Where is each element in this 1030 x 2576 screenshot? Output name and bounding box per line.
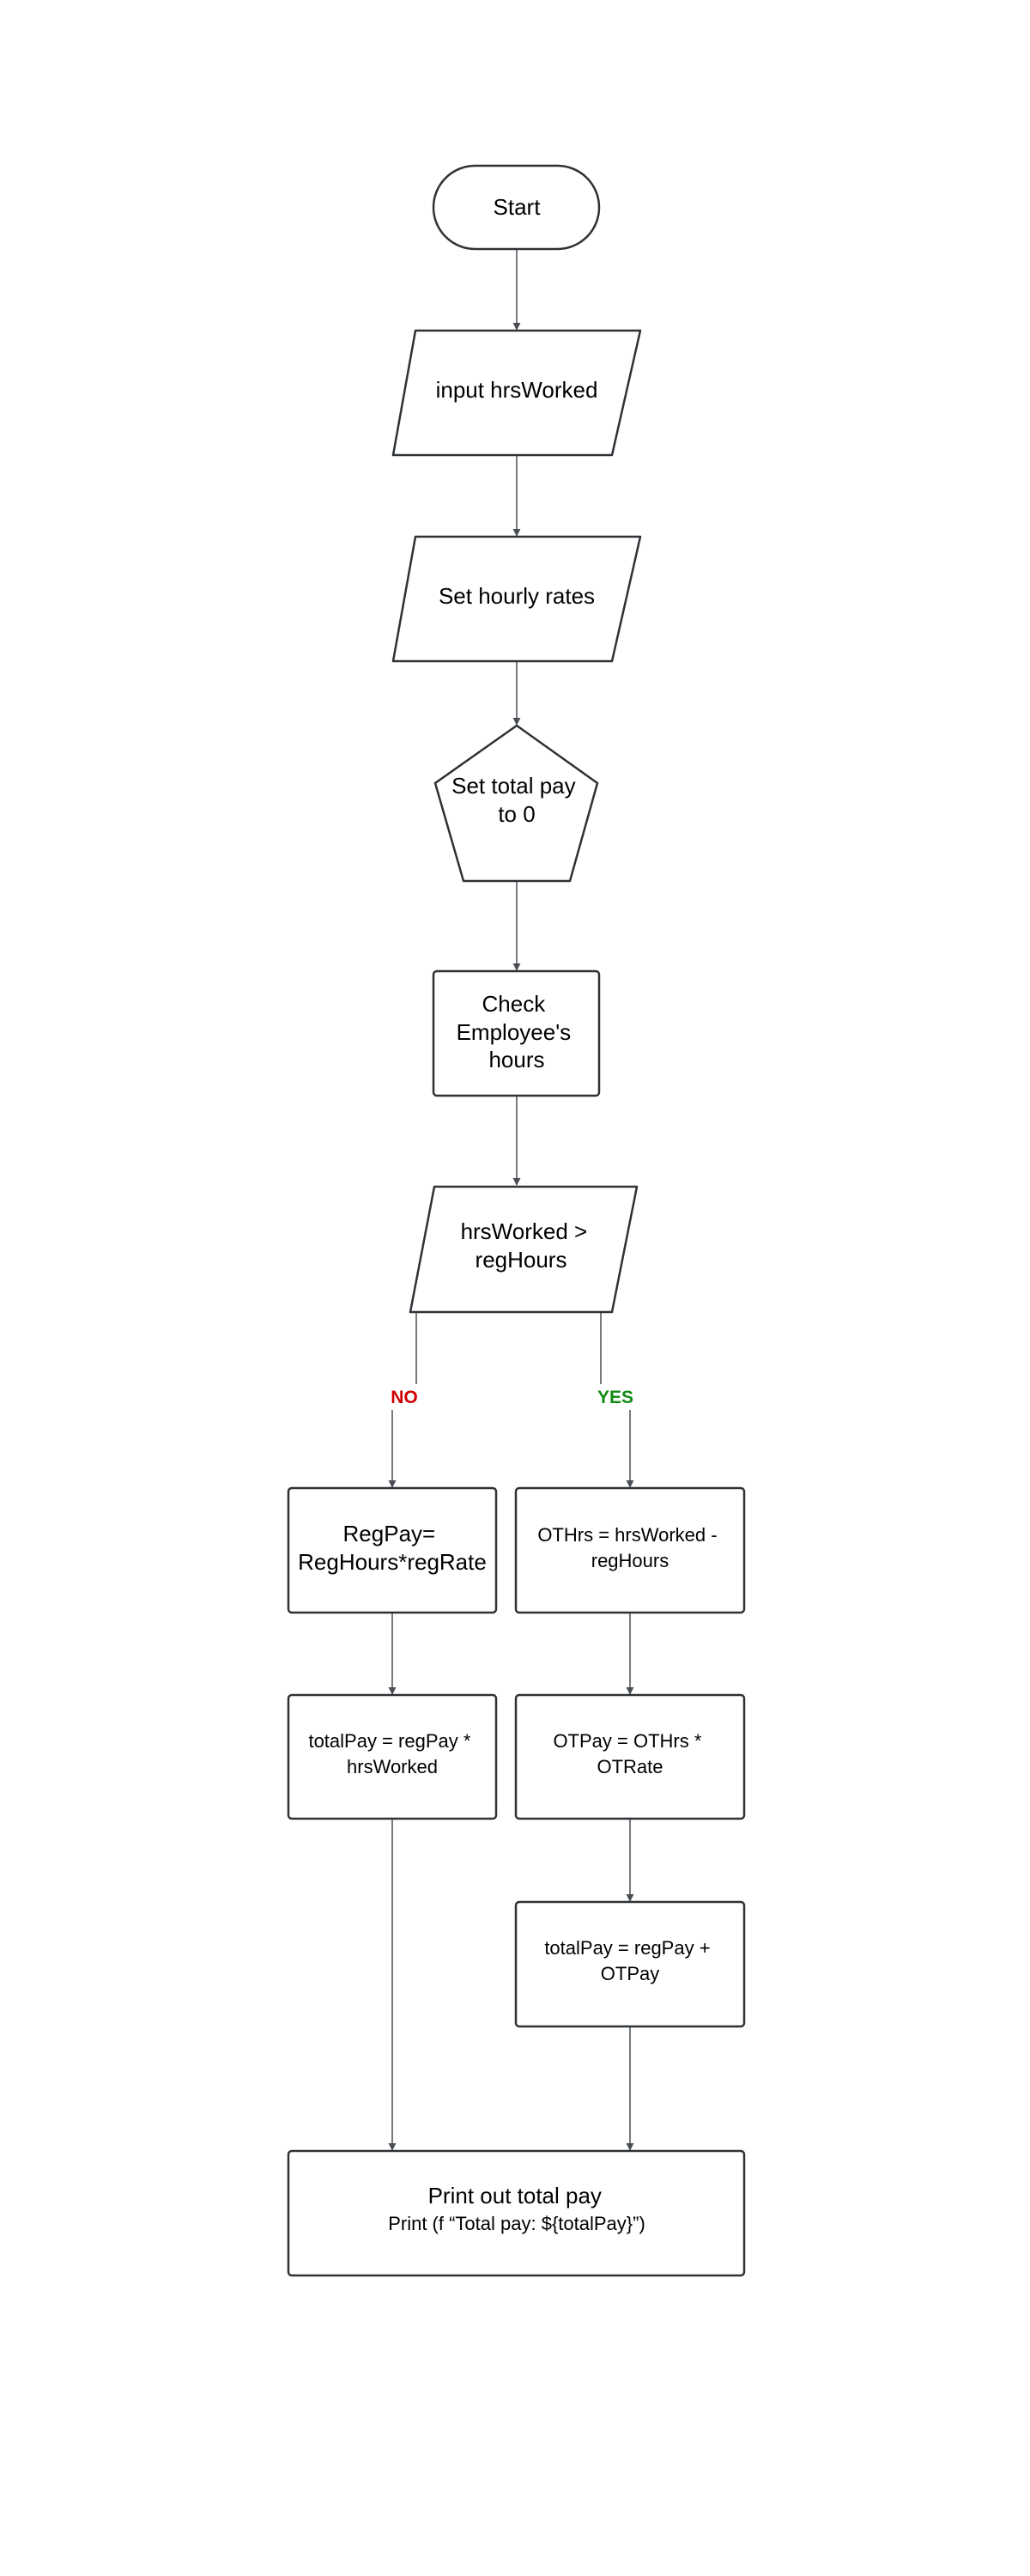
regpay-label: RegPay= RegHours*regRate — [298, 1521, 487, 1575]
totalpay-yes-label: totalPay = regPay + OTPay — [544, 1937, 715, 1984]
othrs-label: OTHrs = hrsWorked - regHours — [537, 1524, 722, 1571]
start-terminator[interactable] — [432, 164, 601, 251]
set-total-label: Set total pay to 0 — [451, 773, 582, 827]
branch-label-no: NO — [391, 1388, 418, 1407]
connectors — [388, 249, 634, 2151]
othrs-process[interactable] — [514, 1486, 746, 1614]
totalpay-no-process[interactable] — [287, 1693, 498, 1820]
set-total-pentagon[interactable] — [433, 724, 599, 883]
decision-label: hrsWorked > regHours — [461, 1218, 594, 1273]
totalpay-yes-process[interactable] — [514, 1900, 746, 2028]
set-rates-parallelogram[interactable] — [391, 535, 642, 663]
check-hours-process[interactable] — [432, 969, 601, 1097]
otpay-process[interactable] — [514, 1693, 746, 1820]
totalpay-no-label: totalPay = regPay * hrsWorked — [308, 1730, 476, 1777]
otpay-label: OTPay = OTHrs * OTRate — [553, 1730, 706, 1777]
decision-parallelogram[interactable] — [409, 1185, 639, 1314]
input-hours-parallelogram[interactable] — [391, 329, 642, 457]
print-label: Print out total pay Print (f “Total pay:… — [388, 2183, 645, 2234]
regpay-process[interactable] — [287, 1486, 498, 1614]
set-rates-label: Set hourly rates — [439, 583, 595, 609]
print-process[interactable] — [287, 2149, 746, 2277]
node-labels: Start input hrsWorked Set hourly rates S… — [298, 194, 722, 2234]
check-hours-label: Check Employee's hours — [457, 991, 578, 1072]
shapes — [287, 164, 746, 2277]
start-label: Start — [494, 194, 542, 220]
branch-label-yes: YES — [597, 1388, 633, 1407]
input-hours-label: input hrsWorked — [436, 377, 598, 403]
